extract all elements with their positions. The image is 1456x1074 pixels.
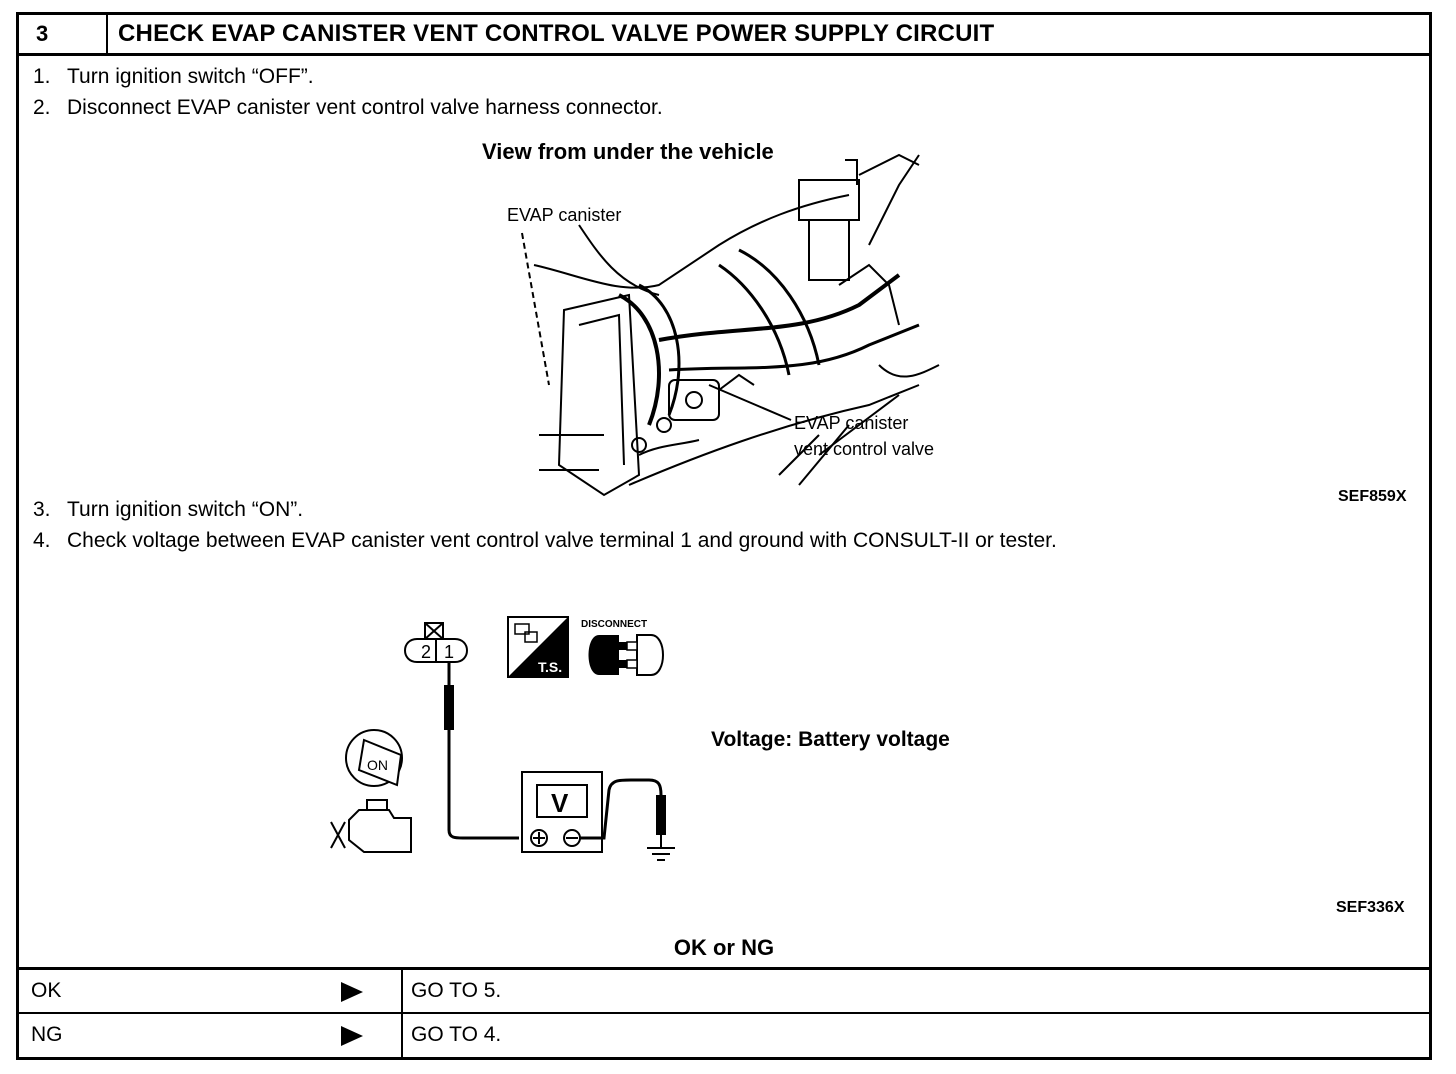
terminal-1: 1 bbox=[444, 642, 454, 662]
harness-connector: 2 1 bbox=[404, 622, 468, 663]
arrow-right-icon bbox=[341, 1026, 363, 1046]
diagnostic-procedure-frame: 3 CHECK EVAP CANISTER VENT CONTROL VALVE… bbox=[16, 12, 1432, 1060]
trouble-shooting-icon: T.S. bbox=[507, 616, 569, 678]
instruction-step: 3. Turn ignition switch “ON”. bbox=[33, 498, 303, 522]
step-text: Check voltage between EVAP canister vent… bbox=[67, 529, 1057, 552]
step-number: 3 bbox=[19, 15, 108, 53]
disconnect-icon: DISCONNECT bbox=[581, 619, 664, 676]
label-vent-valve-line1: EVAP canister bbox=[794, 413, 908, 433]
key-on-label: ON bbox=[367, 757, 388, 773]
step-text: Disconnect EVAP canister vent control va… bbox=[67, 96, 663, 119]
step-text: Turn ignition switch “OFF”. bbox=[67, 65, 314, 88]
test-lead-positive bbox=[447, 662, 519, 840]
figure-code: SEF859X bbox=[1338, 488, 1407, 505]
test-lead-negative bbox=[580, 778, 663, 840]
voltage-spec: Voltage: Battery voltage bbox=[711, 728, 950, 751]
ts-label: T.S. bbox=[538, 659, 562, 675]
step-text: Turn ignition switch “ON”. bbox=[67, 498, 304, 521]
under-vehicle-illustration: View from under the vehicle EVAP caniste… bbox=[482, 139, 1407, 505]
instruction-step: 2. Disconnect EVAP canister vent control … bbox=[33, 96, 663, 120]
ignition-key-icon: ON bbox=[345, 729, 403, 787]
result-action: GO TO 4. bbox=[411, 1023, 502, 1046]
result-title: OK or NG bbox=[673, 935, 775, 960]
instruction-step: 1. Turn ignition switch “OFF”. bbox=[33, 65, 314, 89]
result-status: OK bbox=[31, 979, 62, 1002]
result-table: OK GO TO 5. NG GO TO 4. bbox=[19, 967, 1429, 1057]
table-row: OK GO TO 5. bbox=[19, 970, 1429, 1014]
figure-code: SEF336X bbox=[1336, 899, 1405, 916]
step-index: 3. bbox=[33, 498, 51, 521]
result-status: NG bbox=[31, 1023, 63, 1046]
figure-title: View from under the vehicle bbox=[482, 139, 774, 164]
table-row: NG GO TO 4. bbox=[19, 1014, 1429, 1056]
step-index: 1. bbox=[33, 65, 51, 88]
meter-label: V bbox=[551, 788, 569, 818]
step-index: 2. bbox=[33, 96, 51, 119]
terminal-2: 2 bbox=[421, 642, 431, 662]
procedure-header: 3 CHECK EVAP CANISTER VENT CONTROL VALVE… bbox=[19, 15, 1429, 56]
test-probe-positive bbox=[444, 685, 454, 730]
disconnect-label: DISCONNECT bbox=[581, 619, 647, 630]
label-evap-canister: EVAP canister bbox=[507, 205, 621, 225]
label-vent-valve-line2: vent control valve bbox=[794, 439, 934, 459]
procedure-title: CHECK EVAP CANISTER VENT CONTROL VALVE P… bbox=[118, 20, 995, 47]
voltmeter: V bbox=[521, 771, 603, 853]
ground-symbol bbox=[647, 835, 675, 861]
result-action: GO TO 5. bbox=[411, 979, 502, 1002]
test-probe-negative bbox=[656, 795, 666, 835]
step-index: 4. bbox=[33, 529, 51, 552]
instruction-step: 4. Check voltage between EVAP canister ve… bbox=[33, 529, 1057, 553]
arrow-right-icon bbox=[341, 982, 363, 1002]
vehicle-underbody-drawing bbox=[521, 153, 940, 497]
engine-icon bbox=[330, 799, 412, 853]
voltage-check-diagram: 2 1 T.S. DISCONNECT ON bbox=[330, 616, 1405, 916]
